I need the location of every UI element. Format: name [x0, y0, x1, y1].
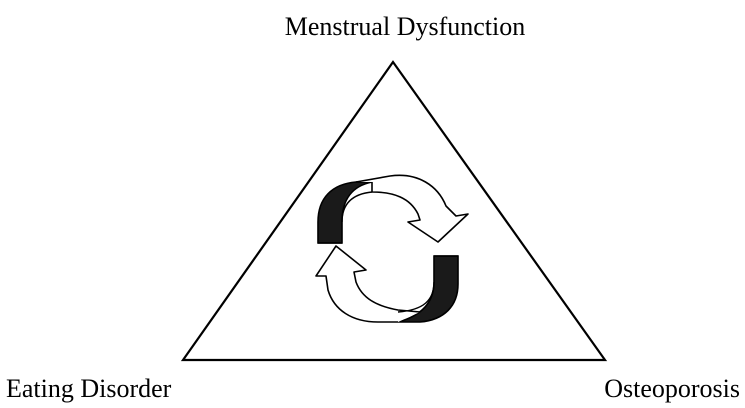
upper-cycle-arrow: [318, 175, 468, 243]
vertex-label-left: Eating Disorder: [6, 376, 171, 402]
lower-cycle-arrow: [316, 246, 458, 322]
vertex-label-top: Menstrual Dysfunction: [0, 14, 745, 40]
cycle-arrows-icon: [316, 175, 468, 322]
vertex-label-right: Osteoporosis: [604, 376, 740, 402]
